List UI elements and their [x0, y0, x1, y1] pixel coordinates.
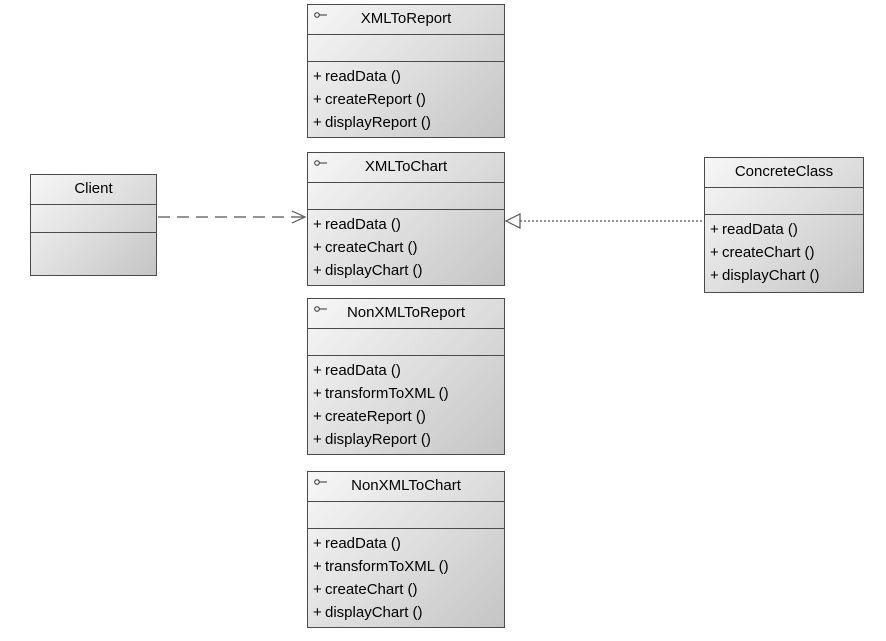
- open-arrowhead-icon: [291, 210, 307, 224]
- operation-label: readData (): [325, 535, 401, 552]
- operation-label: createChart (): [722, 244, 815, 261]
- operation-label: readData (): [325, 216, 401, 233]
- class-client[interactable]: Client: [30, 174, 157, 276]
- class-name: Client: [74, 180, 113, 197]
- visibility-marker: +: [313, 408, 322, 425]
- operation-label: readData (): [722, 221, 798, 238]
- visibility-marker: +: [313, 581, 322, 598]
- operation-label: displayReport (): [325, 114, 431, 131]
- operation-label: displayChart (): [722, 267, 820, 284]
- visibility-marker: +: [313, 262, 322, 279]
- operation: +createChart (): [313, 578, 504, 601]
- operation: +displayChart (): [313, 601, 504, 624]
- visibility-marker: +: [313, 385, 322, 402]
- visibility-marker: +: [313, 114, 322, 131]
- visibility-marker: +: [313, 239, 322, 256]
- operations-compartment: +readData () +createChart () +displayCha…: [705, 215, 863, 289]
- visibility-marker: +: [313, 362, 322, 379]
- operation-label: createChart (): [325, 239, 418, 256]
- class-stereotype-icon: [314, 160, 327, 166]
- operation: +displayReport (): [313, 111, 504, 134]
- operation: +createChart (): [313, 236, 504, 259]
- operation: +displayChart (): [710, 264, 863, 287]
- operations-compartment: +readData () +transformToXML () +createR…: [308, 356, 504, 453]
- operation: +displayReport (): [313, 428, 504, 451]
- operation: +readData (): [710, 218, 863, 241]
- realization-concrete-class-to-xml-to-chart[interactable]: [504, 213, 703, 229]
- attributes-compartment: [705, 188, 863, 215]
- operation-label: transformToXML (): [325, 558, 449, 575]
- operation-label: displayChart (): [325, 262, 423, 279]
- operation: +readData (): [313, 65, 504, 88]
- dependency-client-to-xml-to-chart[interactable]: [158, 210, 307, 224]
- class-name-compartment: XMLToReport: [308, 5, 504, 35]
- attributes-compartment: [308, 183, 504, 210]
- operation-label: createReport (): [325, 91, 426, 108]
- operations-compartment: +readData () +createReport () +displayRe…: [308, 62, 504, 136]
- operation: +createReport (): [313, 88, 504, 111]
- operation-label: transformToXML (): [325, 385, 449, 402]
- visibility-marker: +: [710, 267, 719, 284]
- operation: +createChart (): [710, 241, 863, 264]
- class-xml-to-chart[interactable]: XMLToChart +readData () +createChart () …: [307, 152, 505, 286]
- class-name: XMLToChart: [364, 158, 448, 175]
- visibility-marker: +: [313, 68, 322, 85]
- class-stereotype-icon: [314, 12, 327, 18]
- hollow-triangle-arrowhead-icon: [504, 213, 521, 229]
- visibility-marker: +: [710, 244, 719, 261]
- class-name-compartment: XMLToChart: [308, 153, 504, 183]
- class-non-xml-to-report[interactable]: NonXMLToReport +readData () +transformTo…: [307, 298, 505, 455]
- visibility-marker: +: [313, 431, 322, 448]
- operation-label: displayChart (): [325, 604, 423, 621]
- operations-compartment: [31, 233, 156, 277]
- class-name: NonXMLToChart: [351, 477, 461, 494]
- class-name-compartment: Client: [31, 175, 156, 205]
- class-name-compartment: NonXMLToReport: [308, 299, 504, 329]
- operation-label: createReport (): [325, 408, 426, 425]
- class-stereotype-icon: [314, 306, 327, 312]
- attributes-compartment: [308, 35, 504, 62]
- visibility-marker: +: [313, 216, 322, 233]
- operation-label: readData (): [325, 362, 401, 379]
- operation: +transformToXML (): [313, 555, 504, 578]
- class-non-xml-to-chart[interactable]: NonXMLToChart +readData () +transformToX…: [307, 471, 505, 628]
- visibility-marker: +: [313, 558, 322, 575]
- visibility-marker: +: [313, 604, 322, 621]
- operation: +transformToXML (): [313, 382, 504, 405]
- attributes-compartment: [31, 205, 156, 233]
- operation: +readData (): [313, 359, 504, 382]
- operation-label: createChart (): [325, 581, 418, 598]
- visibility-marker: +: [313, 91, 322, 108]
- class-name-compartment: ConcreteClass: [705, 158, 863, 188]
- operation-label: readData (): [325, 68, 401, 85]
- class-name-compartment: NonXMLToChart: [308, 472, 504, 502]
- operation-label: displayReport (): [325, 431, 431, 448]
- attributes-compartment: [308, 329, 504, 356]
- operation: +displayChart (): [313, 259, 504, 282]
- operation: +readData (): [313, 213, 504, 236]
- visibility-marker: +: [313, 535, 322, 552]
- class-concrete-class[interactable]: ConcreteClass +readData () +createChart …: [704, 157, 864, 293]
- operations-compartment: +readData () +createChart () +displayCha…: [308, 210, 504, 284]
- attributes-compartment: [308, 502, 504, 529]
- operation: +readData (): [313, 532, 504, 555]
- visibility-marker: +: [710, 221, 719, 238]
- operation: +createReport (): [313, 405, 504, 428]
- operations-compartment: +readData () +transformToXML () +createC…: [308, 529, 504, 626]
- class-xml-to-report[interactable]: XMLToReport +readData () +createReport (…: [307, 4, 505, 138]
- class-name: XMLToReport: [360, 10, 452, 27]
- class-stereotype-icon: [314, 479, 327, 485]
- class-name: ConcreteClass: [734, 163, 834, 180]
- class-name: NonXMLToReport: [346, 304, 466, 321]
